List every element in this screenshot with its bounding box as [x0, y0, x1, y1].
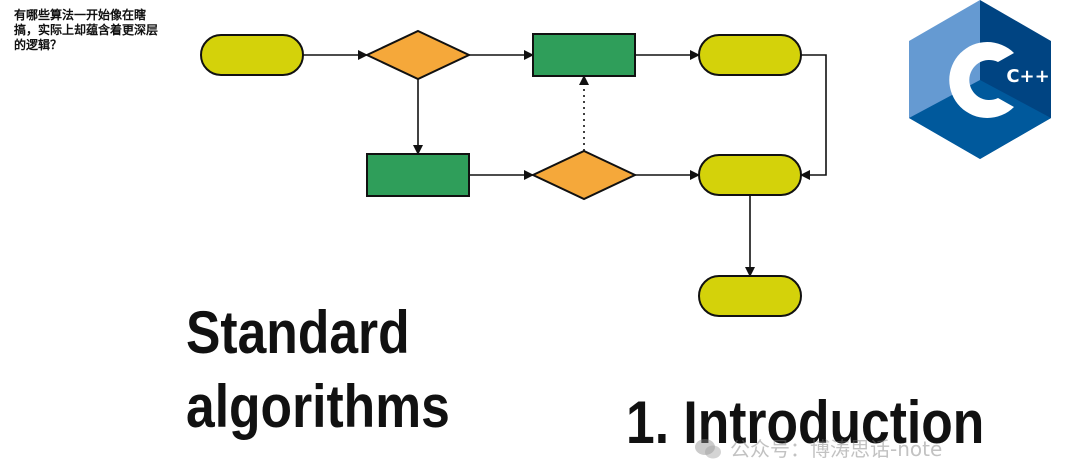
cpp-logo-hex-bottom — [909, 80, 1051, 159]
flow-node-terminal-top-right — [698, 34, 802, 76]
wechat-icon — [695, 439, 721, 459]
cpp-logo-c-letter — [949, 42, 1014, 119]
main-title: Standard algorithms — [186, 299, 450, 440]
flow-node-process-bottom — [366, 153, 470, 197]
watermark-text: 公众号：博涛思话-note — [730, 437, 943, 461]
cpp-logo: C++ — [909, 0, 1051, 159]
watermark: 公众号：博涛思话-note — [694, 438, 942, 460]
flow-node-terminal-mid-right — [698, 154, 802, 196]
flow-node-end — [698, 275, 802, 317]
flow-edge-terminal-top-right-to-terminal-mid-right — [800, 54, 827, 180]
cpp-logo-label: C++ — [1006, 66, 1049, 87]
flow-node-decision-1 — [364, 29, 472, 81]
corner-caption: 有哪些算法一开始像在瞎搞，实际上却蕴含着更深层的逻辑？ — [14, 8, 159, 52]
flow-node-start — [200, 34, 304, 76]
chapter-title: 1. Introduction — [626, 389, 985, 456]
flow-node-process-top — [532, 33, 636, 77]
flow-node-decision-2 — [530, 149, 638, 201]
